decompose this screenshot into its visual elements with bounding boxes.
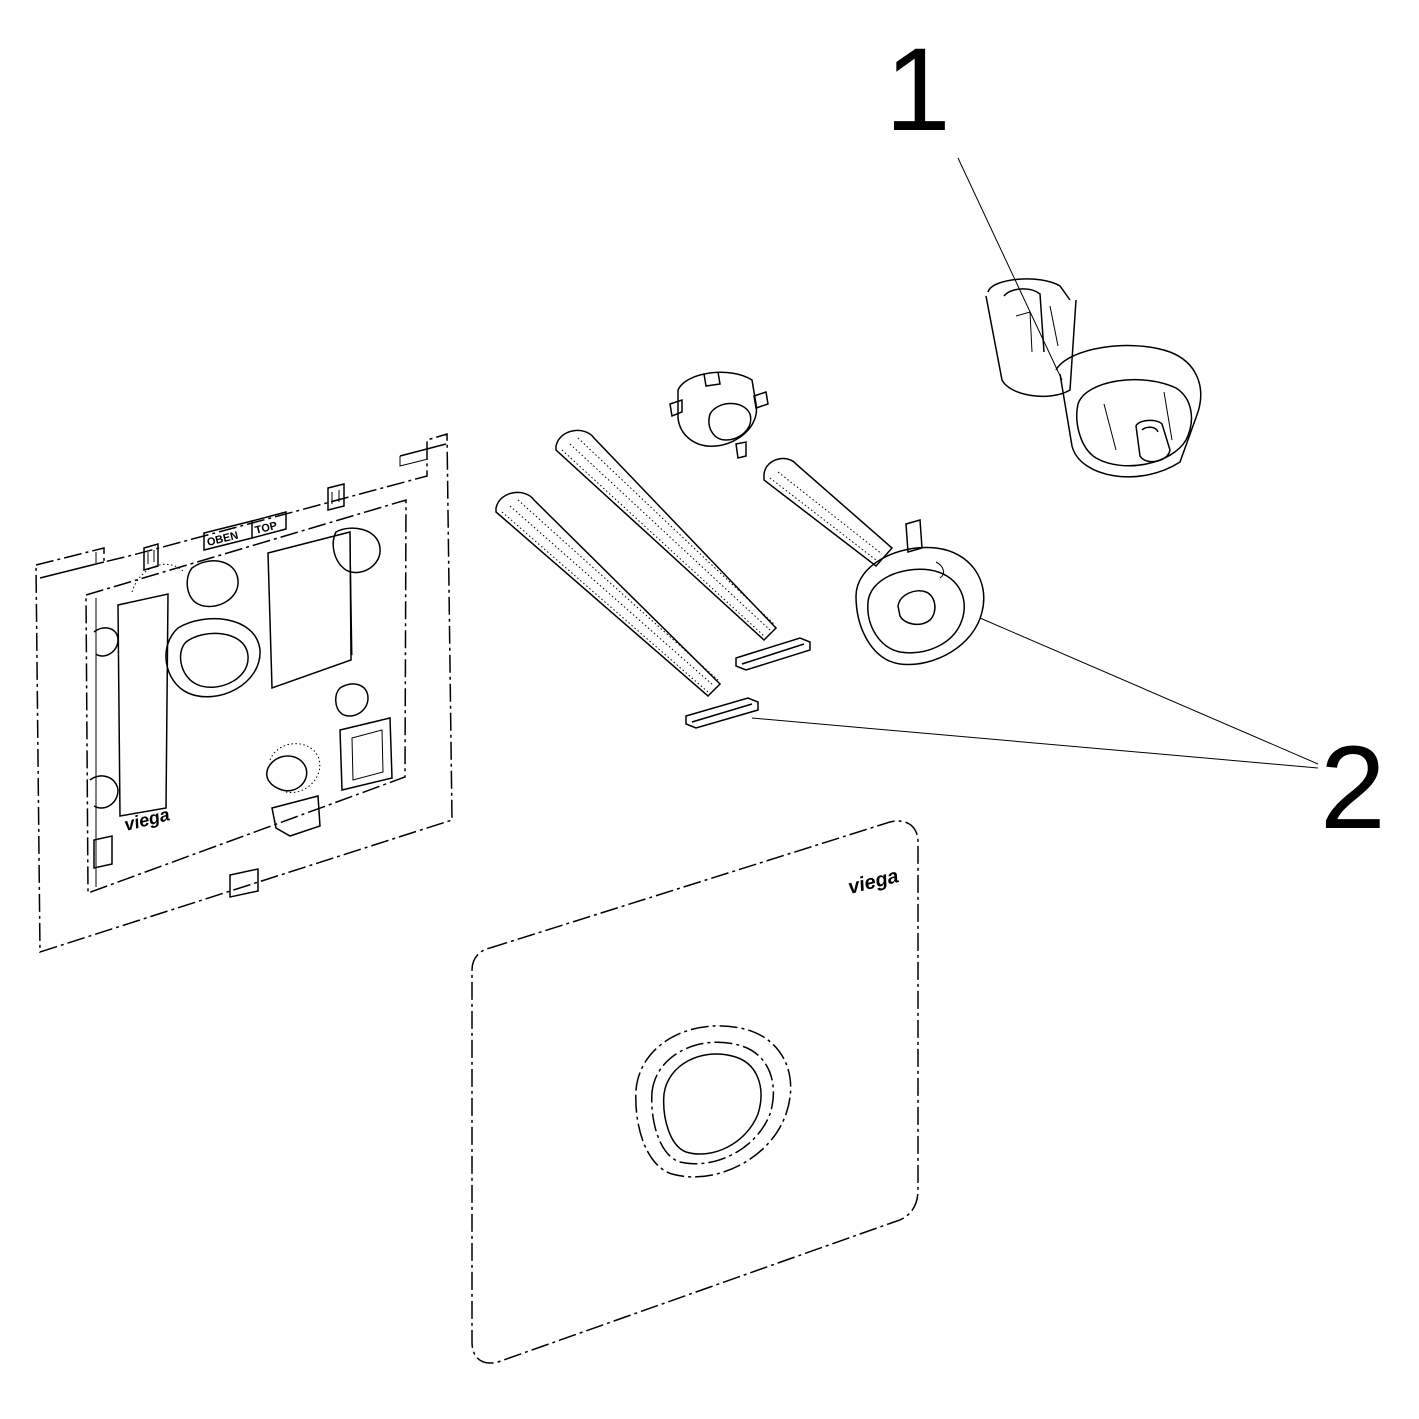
adapter-sleeve	[669, 371, 769, 459]
actuator-cartridge	[985, 278, 1202, 478]
frame-label-top: TOP	[254, 520, 279, 537]
leader-lines	[751, 157, 1319, 769]
threaded-bolt-back	[555, 429, 811, 671]
callout-number-2: 2	[1320, 722, 1386, 854]
cover-plate: viega	[471, 820, 919, 1364]
cover-plate-brand-text: viega	[846, 865, 901, 899]
bolt-with-ring	[763, 457, 985, 666]
frame-brand-text: viega	[122, 804, 172, 835]
callout-number-1: 1	[885, 24, 951, 156]
mounting-frame: OBEN TOP viega	[35, 432, 453, 954]
threaded-bolt-front	[495, 491, 759, 729]
